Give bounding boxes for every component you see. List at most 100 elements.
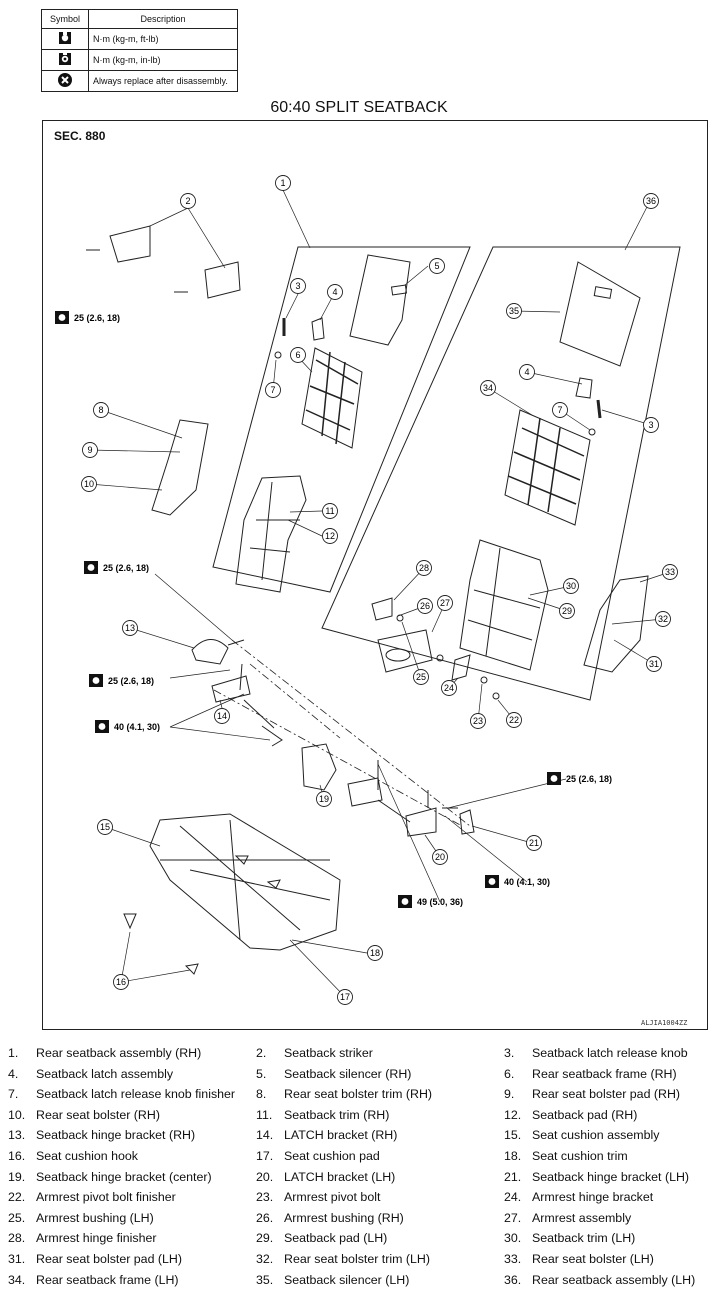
part-number: 9. xyxy=(504,1087,515,1102)
part-entry: 18.Seat cushion trim xyxy=(504,1149,713,1170)
callout-number: 31 xyxy=(649,659,659,669)
callout-number: 27 xyxy=(440,598,450,608)
callout-number: 10 xyxy=(84,479,94,489)
part-number: 6. xyxy=(504,1066,515,1081)
part-number: 10. xyxy=(8,1107,26,1122)
callout-2: 2 xyxy=(180,193,196,209)
part-entry: 14.LATCH bracket (RH) xyxy=(256,1128,504,1149)
parts-list: 1.Rear seatback assembly (RH)2.Seatback … xyxy=(8,1046,713,1293)
part-description: Seatback silencer (LH) xyxy=(284,1272,410,1287)
part-description: Seat cushion hook xyxy=(36,1148,138,1163)
callout-19: 19 xyxy=(316,791,332,807)
part-description: LATCH bracket (RH) xyxy=(284,1128,398,1143)
part-entry: 19.Seatback hinge bracket (center) xyxy=(8,1170,256,1191)
callout-7: 7 xyxy=(552,402,568,418)
parts-row: 25.Armrest bushing (LH)26. Armrest bushin… xyxy=(8,1211,713,1232)
symbol-legend-table: Symbol Description N·m (kg-m, ft-lb) N·m… xyxy=(41,9,238,92)
callout-7: 7 xyxy=(265,382,281,398)
part-entry: 22.Armrest pivot bolt finisher xyxy=(8,1190,256,1211)
callout-number: 14 xyxy=(217,711,227,721)
part-entry: 31.Rear seat bolster pad (LH) xyxy=(8,1252,256,1273)
torque-spec-label: 25 (2.6, 18) xyxy=(84,561,149,574)
part-description: Armrest hinge finisher xyxy=(36,1231,157,1246)
parts-row: 10.Rear seat bolster (RH)11.Seatback tri… xyxy=(8,1108,713,1129)
callout-4: 4 xyxy=(327,284,343,300)
callout-number: 6 xyxy=(295,350,300,360)
callout-number: 13 xyxy=(125,623,135,633)
part-description: Seatback latch release knob finisher xyxy=(36,1087,236,1102)
callout-number: 7 xyxy=(270,385,275,395)
part-entry: 13. Seatback hinge bracket (RH) xyxy=(8,1128,256,1149)
part-description: Seatback latch assembly xyxy=(36,1066,174,1081)
part-entry: 24.Armrest hinge bracket xyxy=(504,1190,713,1211)
part-description: Seat cushion pad xyxy=(284,1148,380,1163)
callout-number: 1 xyxy=(280,178,285,188)
part-number: 23. xyxy=(256,1190,274,1205)
rear-seatback-frame-lh xyxy=(504,409,591,526)
legend-replace-text: Always replace after disassembly. xyxy=(88,70,238,92)
seatback-trim-rh xyxy=(235,475,307,593)
part-number: 36. xyxy=(504,1272,522,1287)
part-description: Seatback striker xyxy=(284,1046,373,1060)
callout-number: 36 xyxy=(646,196,656,206)
callout-15: 15 xyxy=(97,819,113,835)
figure-id: ALJIA1004ZZ xyxy=(641,1019,688,1027)
part-entry: 33.Rear seat bolster (LH) xyxy=(504,1252,713,1273)
part-entry: 2.Seatback striker xyxy=(256,1046,504,1067)
part-entry: 34.Rear seatback frame (LH) xyxy=(8,1273,256,1294)
callout-32: 32 xyxy=(655,611,671,627)
torque-spec-label: 25 (2.6, 18) xyxy=(547,772,612,785)
part-number: 13. xyxy=(8,1128,26,1143)
part-entry: 25.Armrest bushing (LH) xyxy=(8,1211,256,1232)
part-description: Rear seatback frame (LH) xyxy=(36,1272,179,1287)
part-description: Seatback hinge bracket (LH) xyxy=(532,1169,690,1184)
part-number: 27. xyxy=(504,1210,522,1225)
callout-number: 11 xyxy=(325,506,334,516)
part-description: Seatback pad (RH) xyxy=(532,1107,638,1122)
part-entry: 5.Seatback silencer (RH) xyxy=(256,1067,504,1088)
part-number: 3. xyxy=(504,1046,515,1060)
part-number: 16. xyxy=(8,1148,26,1163)
part-number: 26. xyxy=(256,1210,274,1225)
part-entry: 17.Seat cushion pad xyxy=(256,1149,504,1170)
callout-number: 3 xyxy=(295,281,300,291)
part-description: Seatback trim (LH) xyxy=(532,1231,636,1246)
callout-number: 8 xyxy=(98,405,103,415)
part-description: Seatback hinge bracket (center) xyxy=(36,1169,212,1184)
part-number: 8. xyxy=(256,1087,267,1102)
callout-6: 6 xyxy=(290,347,306,363)
part-description: Seatback pad (LH) xyxy=(284,1231,388,1246)
part-number: 1. xyxy=(8,1046,19,1060)
part-entry: 29. Seatback pad (LH) xyxy=(256,1231,504,1252)
part-description: Seat cushion trim xyxy=(532,1148,628,1163)
torque-spec-label: 40 (4.1, 30) xyxy=(95,720,160,733)
exploded-seat-diagram: 1234567891011121314151617181920212223242… xyxy=(55,175,681,1005)
torque-spec-label: 25 (2.6, 18) xyxy=(55,311,120,324)
part-entry: 9.Rear seat bolster pad (RH) xyxy=(504,1087,713,1108)
callout-number: 32 xyxy=(658,614,668,624)
part-description: Seatback hinge bracket (RH) xyxy=(36,1128,196,1143)
callout-number: 33 xyxy=(665,567,675,577)
parts-row: 28. Armrest hinge finisher 29. Seatback pad… xyxy=(8,1231,713,1252)
callout-number: 23 xyxy=(473,716,483,726)
part-number: 28. xyxy=(8,1231,26,1246)
svg-text:25 (2.6, 18): 25 (2.6, 18) xyxy=(566,774,612,784)
part-number: 31. xyxy=(8,1251,26,1266)
part-entry: 6.Rear seatback frame (RH) xyxy=(504,1067,713,1088)
seatback-silencer-rh xyxy=(349,254,411,346)
part-entry: 28. Armrest hinge finisher xyxy=(8,1231,256,1252)
part-description: Armrest bushing (RH) xyxy=(284,1210,404,1225)
part-number: 33. xyxy=(504,1251,522,1266)
part-description: Seat cushion assembly xyxy=(532,1128,660,1143)
svg-text:40 (4.1, 30): 40 (4.1, 30) xyxy=(114,722,160,732)
part-number: 29. xyxy=(256,1231,274,1246)
part-description: Armrest pivot bolt finisher xyxy=(36,1190,176,1205)
part-description: Seatback trim (RH) xyxy=(284,1107,390,1122)
part-description: Armrest hinge bracket xyxy=(532,1190,654,1205)
seatback-silencer-lh xyxy=(559,261,641,367)
svg-text:25 (2.6, 18): 25 (2.6, 18) xyxy=(103,563,149,573)
callout-number: 4 xyxy=(332,287,337,297)
callout-24: 24 xyxy=(441,680,457,696)
callout-18: 18 xyxy=(367,945,383,961)
